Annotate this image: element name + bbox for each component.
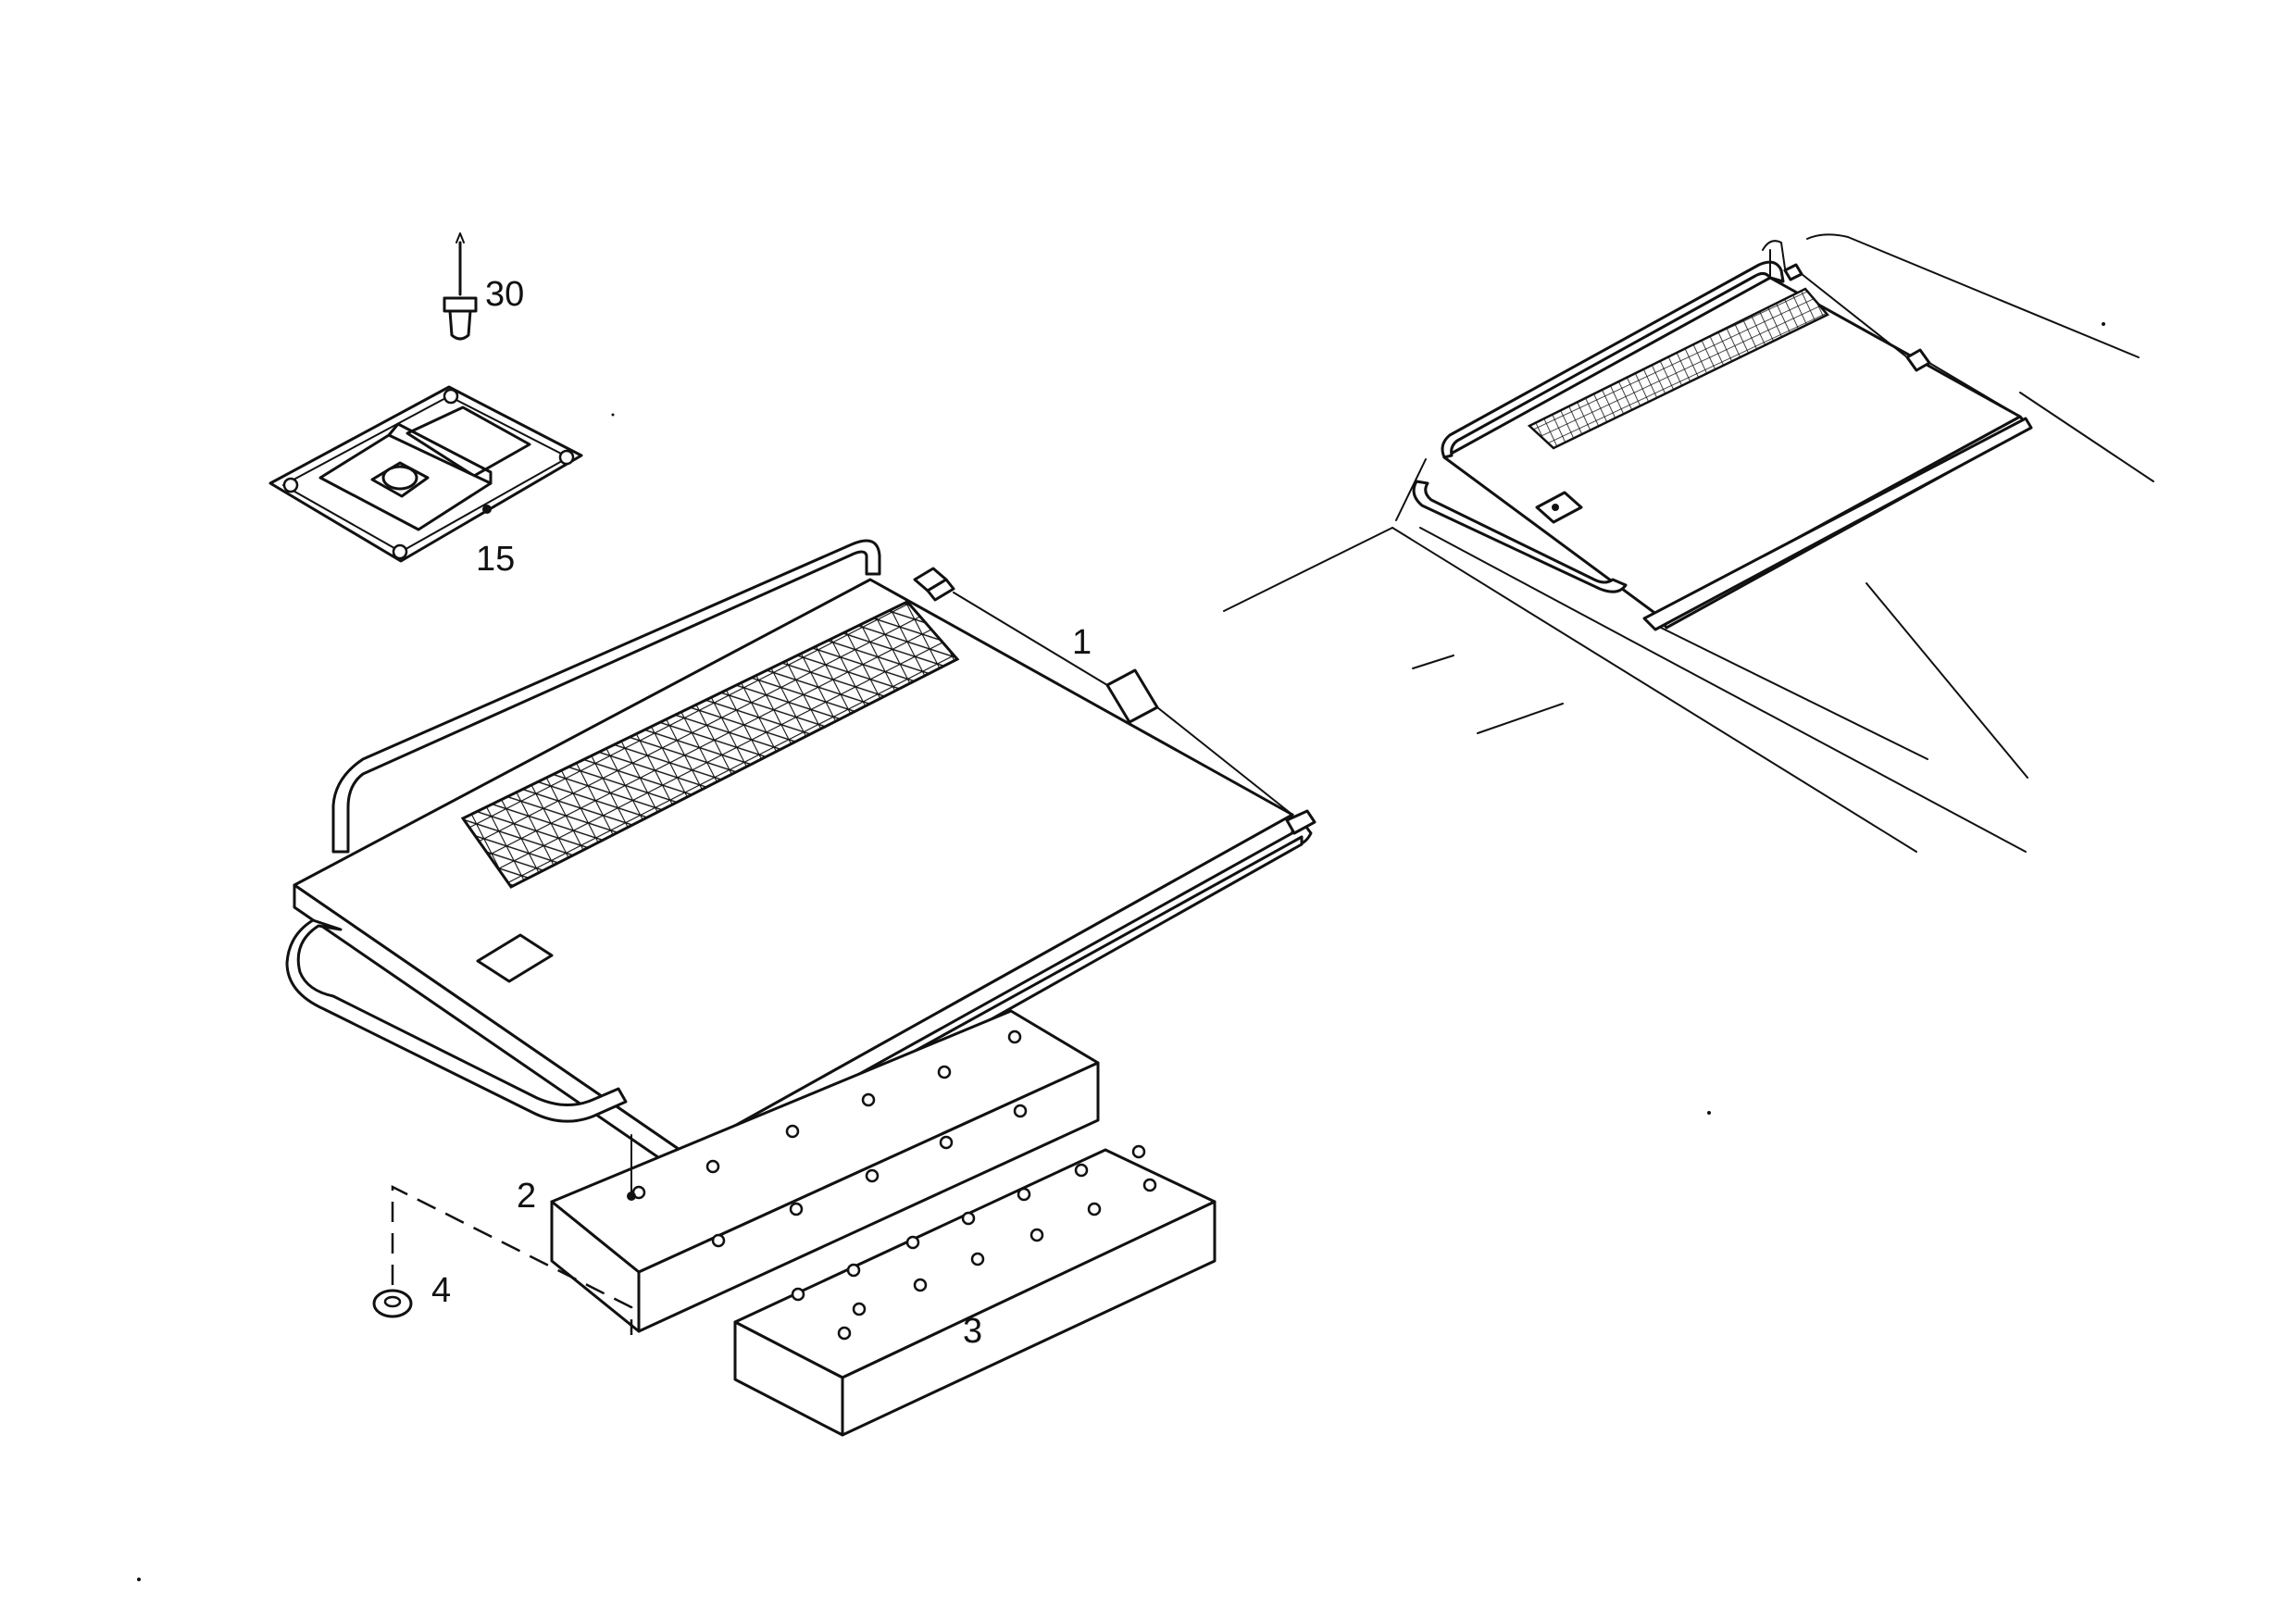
callout-latch-plate: 15 [476,540,515,579]
callout-washer: 4 [431,1271,451,1310]
washer-icon [372,1289,413,1318]
callout-rivet: 30 [485,275,524,314]
callout-main-cover: 1 [1072,623,1092,662]
callout-block-lower: 3 [963,1312,982,1351]
block-upper-holes [631,1029,1028,1248]
latch-plate-icon [268,385,583,563]
block-lower-holes [791,1144,1157,1341]
block-lower [733,1144,1217,1437]
vehicle-location-view [1223,233,2154,853]
block-upper [550,1009,1100,1333]
callout-block-upper: 2 [517,1177,536,1216]
rivet-icon [443,232,478,341]
assembly-dashed-line [391,1184,633,1335]
main-cover [285,539,1316,1183]
